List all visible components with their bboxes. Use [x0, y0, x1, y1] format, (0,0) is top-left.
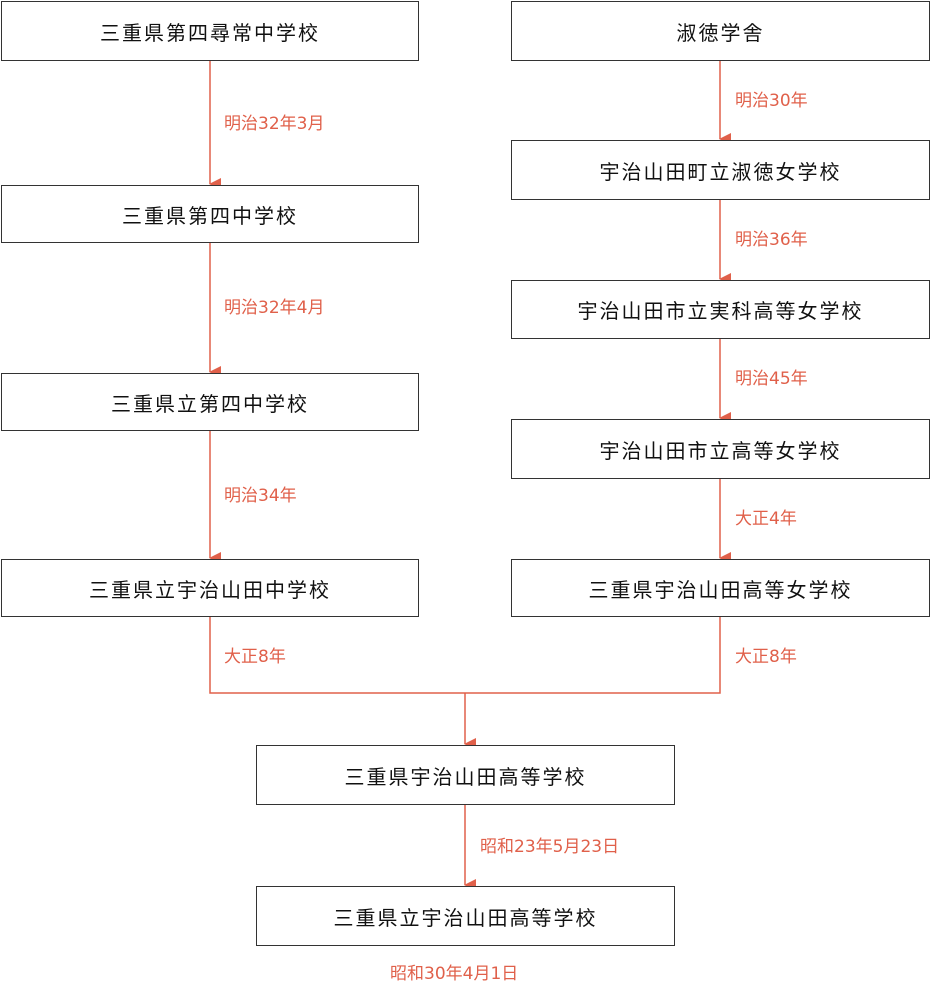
label-taisho8-left: 大正8年	[224, 647, 286, 667]
label-taisho4: 大正4年	[735, 509, 797, 529]
box-mie-kenritsu-ujiyamada-chugakko: 三重県立宇治山田中学校	[1, 559, 419, 617]
label-meiji30: 明治30年	[735, 91, 808, 111]
label-meiji32-4: 明治32年4月	[224, 298, 325, 318]
label-taisho8-right: 大正8年	[735, 647, 797, 667]
label-showa23: 昭和23年5月23日	[480, 837, 620, 857]
label-meiji45: 明治45年	[735, 369, 808, 389]
merge-line	[209, 617, 721, 694]
label-meiji34: 明治34年	[224, 486, 297, 506]
box-shukutoku-gakusha: 淑徳学舎	[511, 1, 930, 61]
box-mie-ujiyamada-koto-gakko: 三重県宇治山田高等学校	[256, 745, 675, 805]
label-meiji32-3: 明治32年3月	[224, 114, 325, 134]
box-mie-daiyon-chugakko: 三重県第四中学校	[1, 185, 419, 243]
box-ujiyamada-shiritsu-jikka-koto-jogakko: 宇治山田市立実科高等女学校	[511, 280, 930, 339]
label-meiji36: 明治36年	[735, 230, 808, 250]
box-ujiyamada-shiritsu-koto-jogakko: 宇治山田市立高等女学校	[511, 419, 930, 479]
box-mie-ujiyamada-koto-jogakko: 三重県宇治山田高等女学校	[511, 559, 930, 617]
box-mie-daiyon-jinjo-chugakko: 三重県第四尋常中学校	[1, 1, 419, 61]
box-mie-kenritsu-ujiyamada-koto-gakko: 三重県立宇治山田高等学校	[256, 886, 675, 946]
box-ujiyamada-choritsu-shukutoku-jogakko: 宇治山田町立淑徳女学校	[511, 140, 930, 200]
box-mie-kenritsu-daiyon-chugakko: 三重県立第四中学校	[1, 373, 419, 431]
label-showa30: 昭和30年4月1日	[390, 964, 519, 984]
